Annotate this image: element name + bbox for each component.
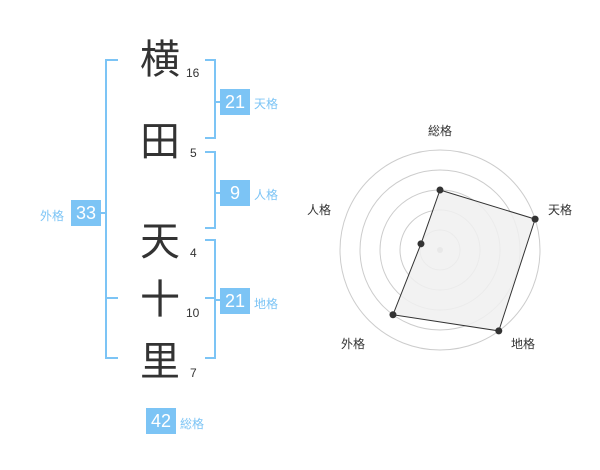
radar-label-soukaku: 総格 bbox=[428, 124, 453, 138]
stroke-count-5: 7 bbox=[190, 366, 197, 380]
tenkaku-label: 天格 bbox=[254, 97, 279, 111]
radar-point-gaikaku bbox=[389, 311, 397, 319]
stroke-count-2: 5 bbox=[190, 146, 197, 160]
radar-point-soukaku bbox=[436, 186, 444, 194]
stroke-count-1: 16 bbox=[186, 66, 200, 80]
stroke-count-4: 10 bbox=[186, 306, 200, 320]
jinkaku-bracket bbox=[205, 151, 216, 229]
jinkaku-value-badge: 9 bbox=[220, 180, 250, 206]
name-char-4: 十 bbox=[140, 277, 180, 323]
name-char-2: 田 bbox=[140, 119, 180, 165]
tenkaku-value-badge: 21 bbox=[220, 89, 250, 115]
gaikaku-bracket bbox=[105, 59, 118, 359]
name-char-1: 横 bbox=[140, 37, 180, 83]
soukaku-label: 総格 bbox=[180, 417, 205, 431]
radar-point-chikaku bbox=[495, 327, 503, 335]
chikaku-label: 地格 bbox=[254, 297, 279, 311]
radar-label-tenkaku: 天格 bbox=[548, 203, 573, 217]
stroke-count-3: 4 bbox=[190, 246, 197, 260]
radar-point-jinkaku bbox=[417, 240, 425, 248]
radar-point-tenkaku bbox=[531, 215, 539, 223]
radar-label-chikaku: 地格 bbox=[511, 337, 536, 351]
radar-value-polygon bbox=[392, 189, 536, 332]
tenkaku-bracket bbox=[205, 59, 216, 139]
radar-label-gaikaku: 外格 bbox=[341, 337, 366, 351]
radar-label-jinkaku: 人格 bbox=[307, 203, 332, 217]
gaikaku-value-badge: 33 bbox=[71, 200, 101, 226]
name-char-5: 里 bbox=[140, 339, 180, 385]
soukaku-value-badge: 42 bbox=[146, 408, 176, 434]
radar-grid-ring bbox=[339, 149, 541, 351]
name-char-3: 天 bbox=[140, 219, 180, 265]
jinkaku-label: 人格 bbox=[254, 188, 279, 202]
chikaku-value-badge: 21 bbox=[220, 288, 250, 314]
gaikaku-label: 外格 bbox=[40, 209, 65, 223]
